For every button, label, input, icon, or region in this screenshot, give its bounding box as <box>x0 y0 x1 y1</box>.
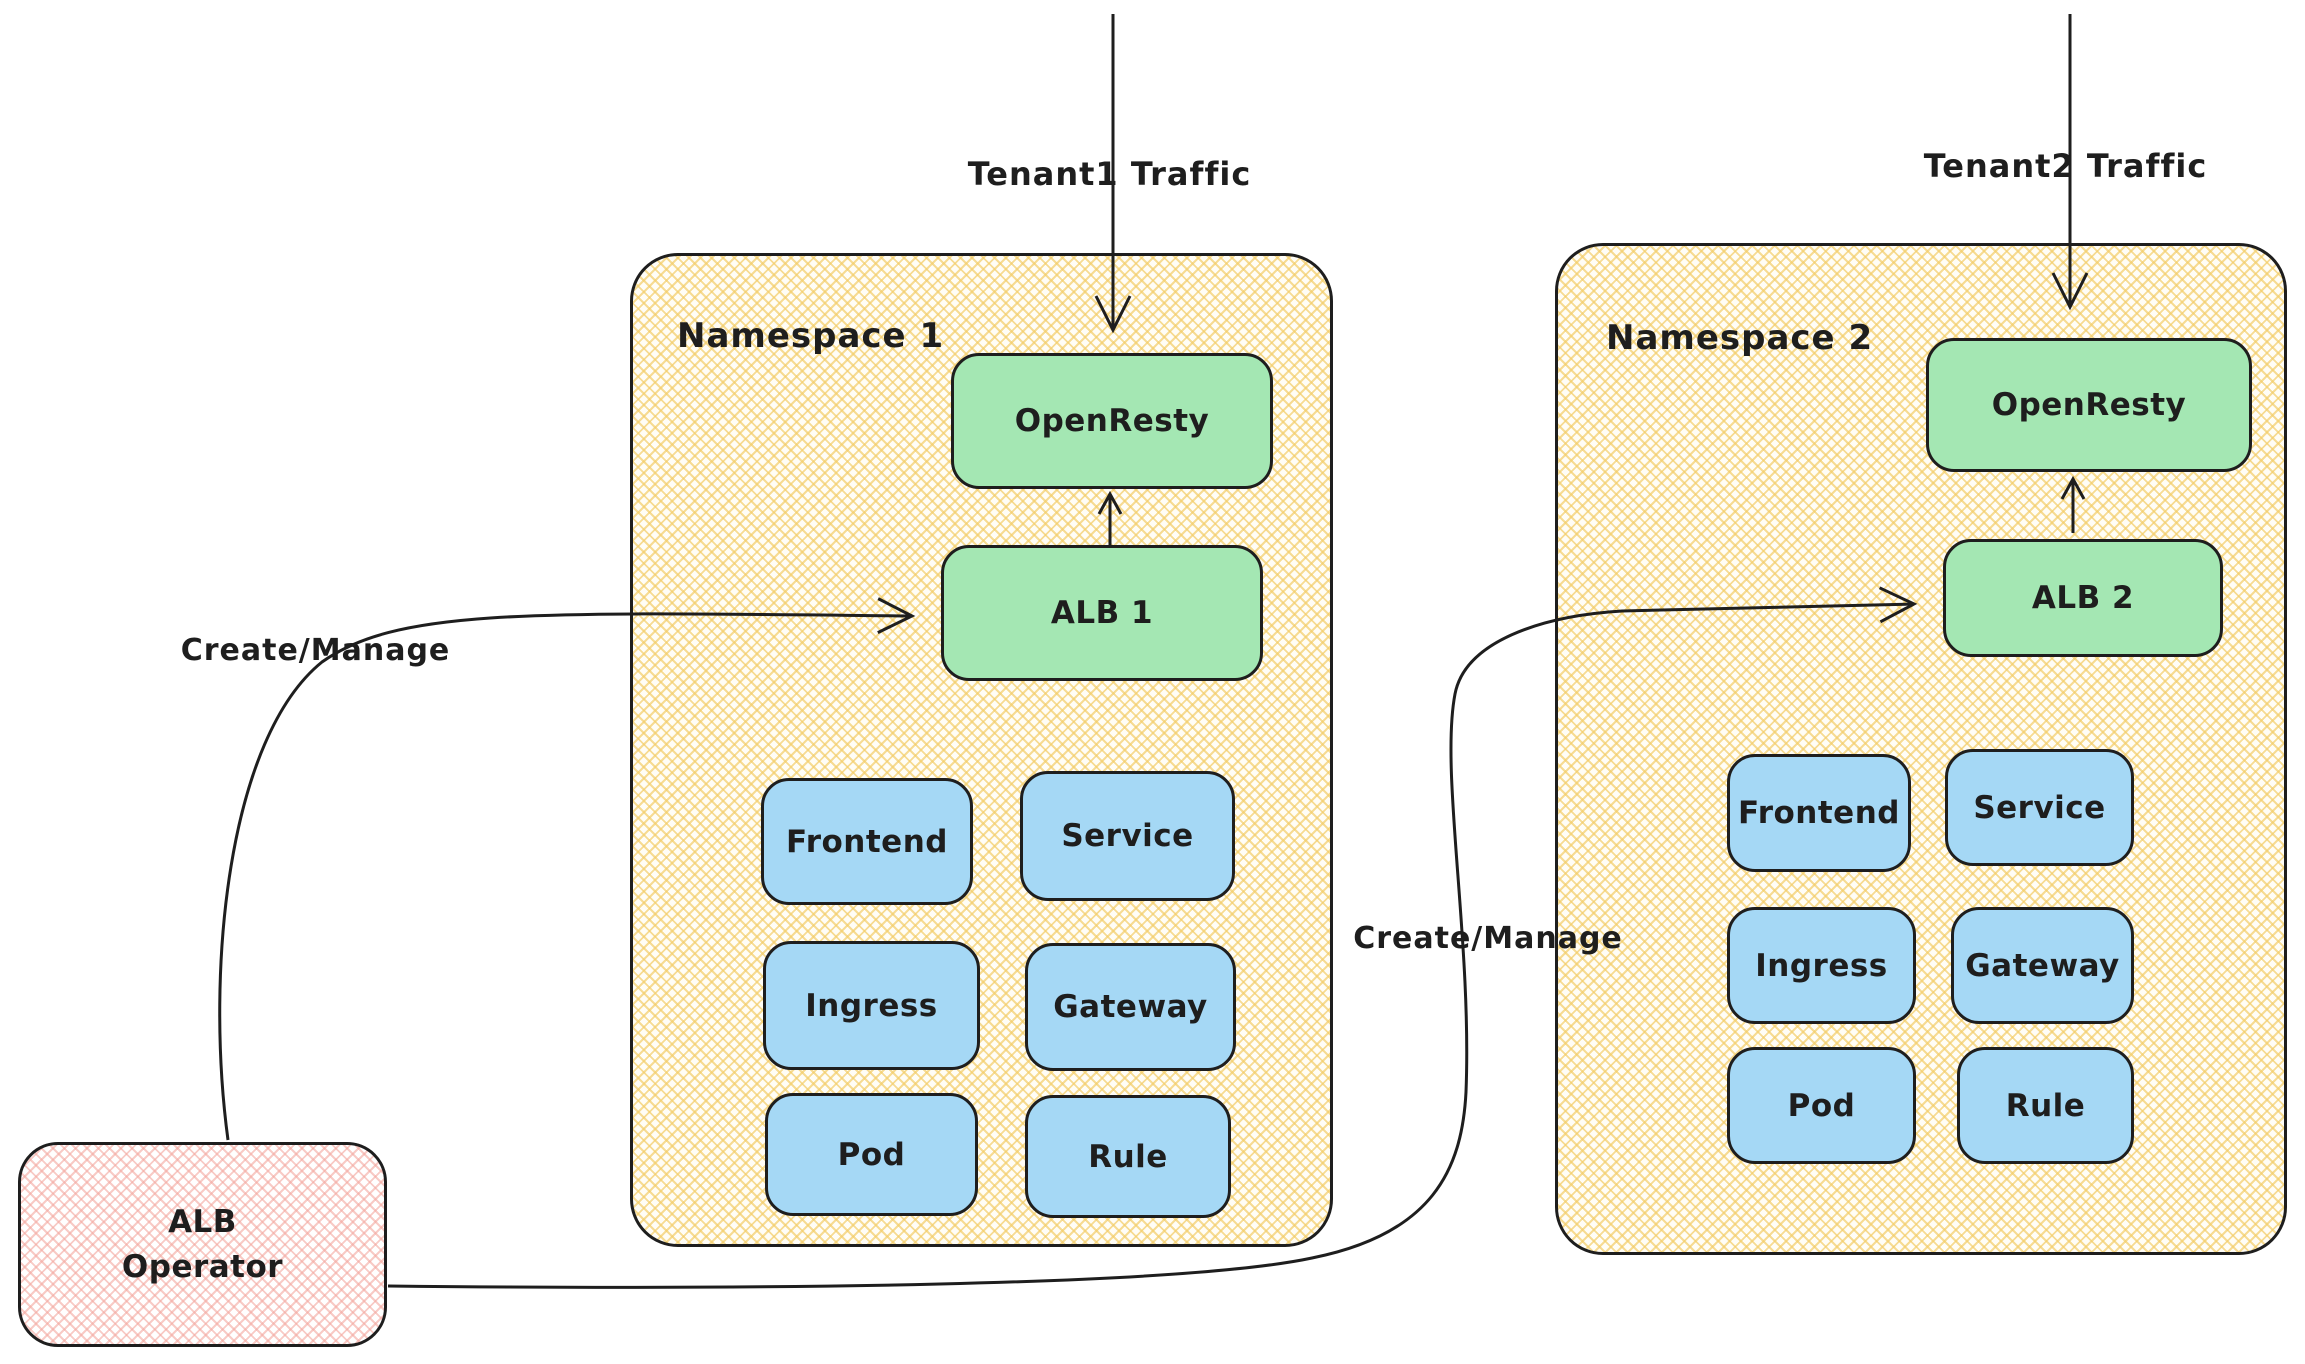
alb-operator-text-line2: Operator <box>121 1248 284 1285</box>
resource-node-service-1[interactable]: Service <box>1020 771 1235 901</box>
tenant1-traffic-label[interactable]: Tenant1 Traffic <box>967 155 1252 193</box>
resource-node-gateway-2[interactable]: Gateway <box>1951 907 2134 1024</box>
alb-1-node[interactable]: ALB 1 <box>941 545 1263 681</box>
resource-text: Pod <box>837 1136 906 1173</box>
resource-text: Ingress <box>805 987 938 1024</box>
openresty-1-text: OpenResty <box>1014 403 1210 439</box>
resource-text: Gateway <box>1053 989 1208 1025</box>
resource-text: Rule <box>1088 1138 1168 1175</box>
namespace-1-box[interactable]: Namespace 1 OpenResty ALB 1 Frontend Ser… <box>630 253 1333 1247</box>
namespace-2-label: Namespace 2 <box>1606 318 1874 358</box>
resource-text: Service <box>1973 789 2106 826</box>
resource-text: Gateway <box>1965 947 2120 984</box>
resource-text: Frontend <box>1738 795 1900 831</box>
resource-node-frontend-1[interactable]: Frontend <box>761 778 973 905</box>
alb-2-text: ALB 2 <box>2031 580 2135 616</box>
alb-operator-node[interactable]: ALB Operator <box>18 1142 387 1347</box>
resource-node-pod-2[interactable]: Pod <box>1727 1047 1916 1164</box>
resource-node-rule-1[interactable]: Rule <box>1025 1095 1231 1218</box>
create-manage-label-right[interactable]: Create/Manage <box>1353 921 1623 956</box>
resource-node-pod-1[interactable]: Pod <box>765 1093 978 1216</box>
resource-node-rule-2[interactable]: Rule <box>1957 1047 2134 1164</box>
openresty-1-node[interactable]: OpenResty <box>951 353 1273 489</box>
alb-1-text: ALB 1 <box>1050 595 1154 631</box>
openresty-2-text: OpenResty <box>1991 387 2187 423</box>
operator-create-manage-alb2-arrow[interactable] <box>387 586 1918 1289</box>
resource-node-gateway-1[interactable]: Gateway <box>1025 943 1236 1071</box>
namespace-1-label: Namespace 1 <box>677 316 945 356</box>
openresty-2-node[interactable]: OpenResty <box>1926 338 2252 472</box>
resource-node-ingress-1[interactable]: Ingress <box>763 941 980 1070</box>
create-manage-label-left[interactable]: Create/Manage <box>180 633 451 668</box>
operator-create-manage-alb1-arrow[interactable] <box>218 597 916 1141</box>
resource-text: Frontend <box>786 823 948 860</box>
resource-text: Ingress <box>1755 947 1888 984</box>
resource-text: Rule <box>2005 1087 2086 1124</box>
resource-node-frontend-2[interactable]: Frontend <box>1727 754 1911 872</box>
resource-text: Service <box>1061 818 1194 854</box>
namespace-2-box[interactable]: Namespace 2 OpenResty ALB 2 Frontend Ser… <box>1555 243 2287 1255</box>
resource-node-ingress-2[interactable]: Ingress <box>1727 907 1916 1024</box>
alb-operator-text-line1: ALB <box>168 1203 237 1240</box>
tenant2-traffic-label[interactable]: Tenant2 Traffic <box>1923 147 2208 185</box>
resource-node-service-2[interactable]: Service <box>1945 749 2134 866</box>
resource-text: Pod <box>1787 1087 1856 1124</box>
alb-2-node[interactable]: ALB 2 <box>1943 539 2223 657</box>
